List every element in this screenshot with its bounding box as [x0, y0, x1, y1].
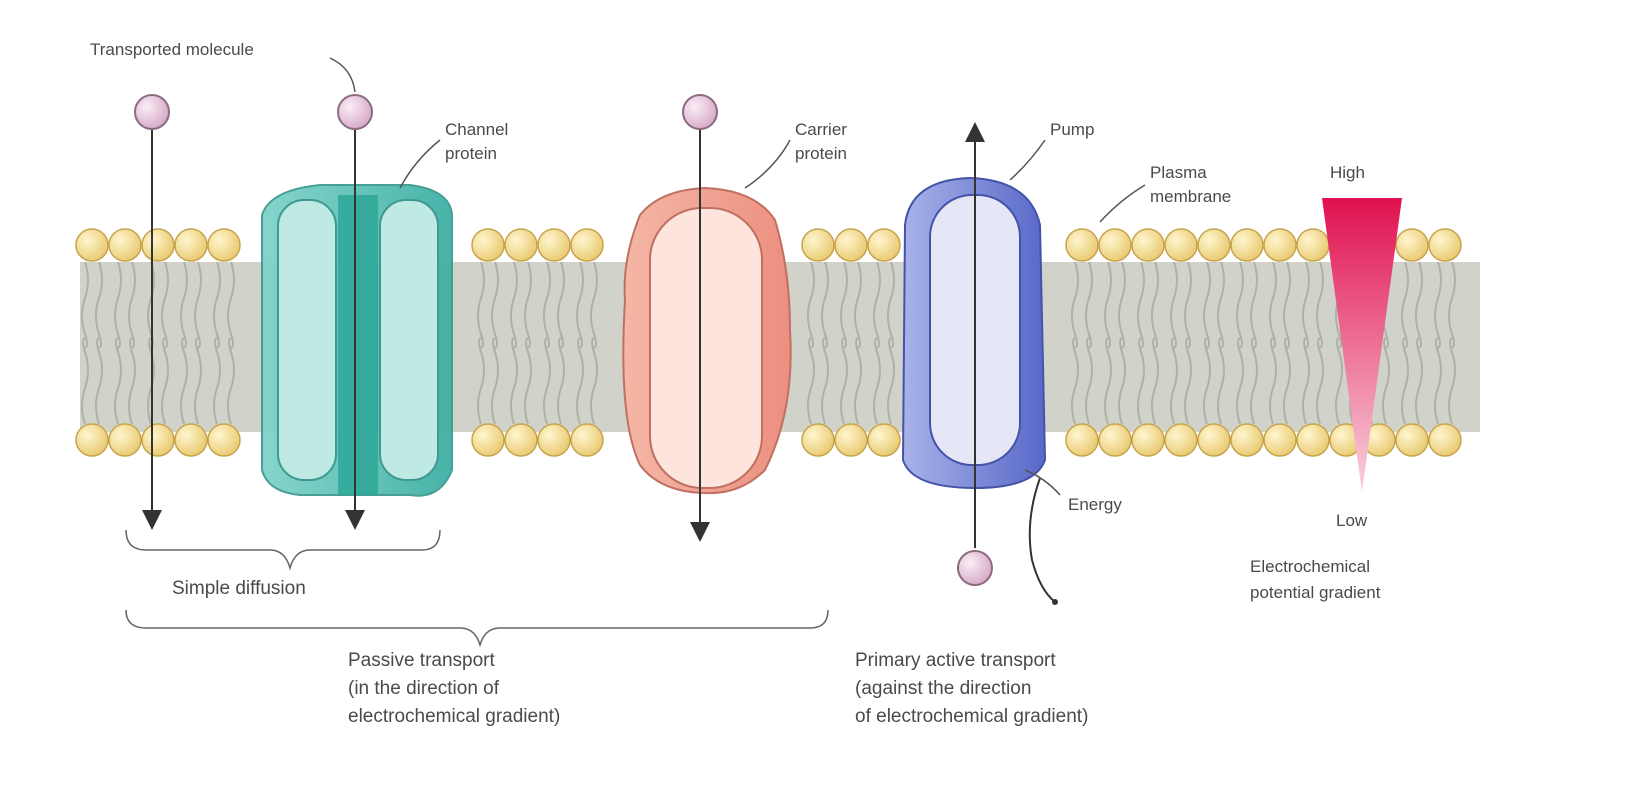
phospholipid-head — [1396, 424, 1428, 456]
phospholipid-head — [1066, 229, 1098, 261]
phospholipid-head — [1231, 229, 1263, 261]
phospholipid-head — [1429, 229, 1461, 261]
phospholipid-head — [109, 229, 141, 261]
phospholipid-head — [109, 424, 141, 456]
phospholipid-head — [505, 424, 537, 456]
phospholipid-head — [472, 424, 504, 456]
phospholipid-head — [1297, 229, 1329, 261]
phospholipid-head — [142, 229, 174, 261]
passive-transport-label: Passive transport (in the direction of e… — [348, 650, 560, 727]
phospholipid-head — [472, 229, 504, 261]
molecule-icon — [683, 95, 717, 129]
phospholipid-head — [175, 424, 207, 456]
phospholipid-head — [1066, 424, 1098, 456]
phospholipid-head — [1132, 229, 1164, 261]
phospholipid-head — [1264, 229, 1296, 261]
energy-label: Energy — [1068, 495, 1122, 514]
phospholipid-head — [1099, 229, 1131, 261]
transported-molecule-label: Transported molecule — [90, 40, 254, 59]
channel-protein — [262, 185, 452, 496]
carrier-protein-label: Carrier protein — [795, 120, 852, 163]
phospholipid-head — [835, 229, 867, 261]
carrier-protein — [623, 188, 790, 493]
pump-label: Pump — [1050, 120, 1094, 139]
phospholipid-head — [835, 424, 867, 456]
molecule-icon — [958, 551, 992, 585]
simple-diffusion-label: Simple diffusion — [172, 578, 306, 599]
phospholipid-head — [142, 424, 174, 456]
phospholipid-head — [1165, 229, 1197, 261]
phospholipid-head — [1132, 424, 1164, 456]
plasma-membrane-label: Plasma membrane — [1150, 163, 1231, 206]
channel-protein-label: Channel protein — [445, 120, 513, 163]
gradient-caption: Electrochemical potential gradient — [1250, 557, 1381, 602]
phospholipid-head — [505, 229, 537, 261]
molecule-icon — [135, 95, 169, 129]
molecule-icon — [338, 95, 372, 129]
phospholipid-head — [868, 424, 900, 456]
phospholipid-head — [175, 229, 207, 261]
phospholipid-head — [802, 424, 834, 456]
phospholipid-head — [76, 229, 108, 261]
phospholipid-head — [538, 229, 570, 261]
phospholipid-head — [1297, 424, 1329, 456]
gradient-high-label: High — [1330, 163, 1365, 182]
phospholipid-head — [208, 424, 240, 456]
phospholipid-head — [571, 229, 603, 261]
phospholipid-head — [1165, 424, 1197, 456]
passive-transport-brace — [126, 610, 828, 645]
gradient-low-label: Low — [1336, 511, 1368, 530]
phospholipid-head — [1396, 229, 1428, 261]
phospholipid-head — [1198, 424, 1230, 456]
phospholipid-head — [868, 229, 900, 261]
phospholipid-head — [1198, 229, 1230, 261]
phospholipid-head — [1231, 424, 1263, 456]
phospholipid-head — [571, 424, 603, 456]
phospholipid-head — [802, 229, 834, 261]
simple-diffusion-brace — [126, 530, 440, 568]
phospholipid-head — [76, 424, 108, 456]
phospholipid-head — [1264, 424, 1296, 456]
phospholipid-head — [1099, 424, 1131, 456]
phospholipid-head — [1429, 424, 1461, 456]
energy-arrow — [1030, 478, 1055, 602]
phospholipid-head — [538, 424, 570, 456]
phospholipid-head — [208, 229, 240, 261]
primary-active-transport-label: Primary active transport (against the di… — [855, 650, 1088, 727]
